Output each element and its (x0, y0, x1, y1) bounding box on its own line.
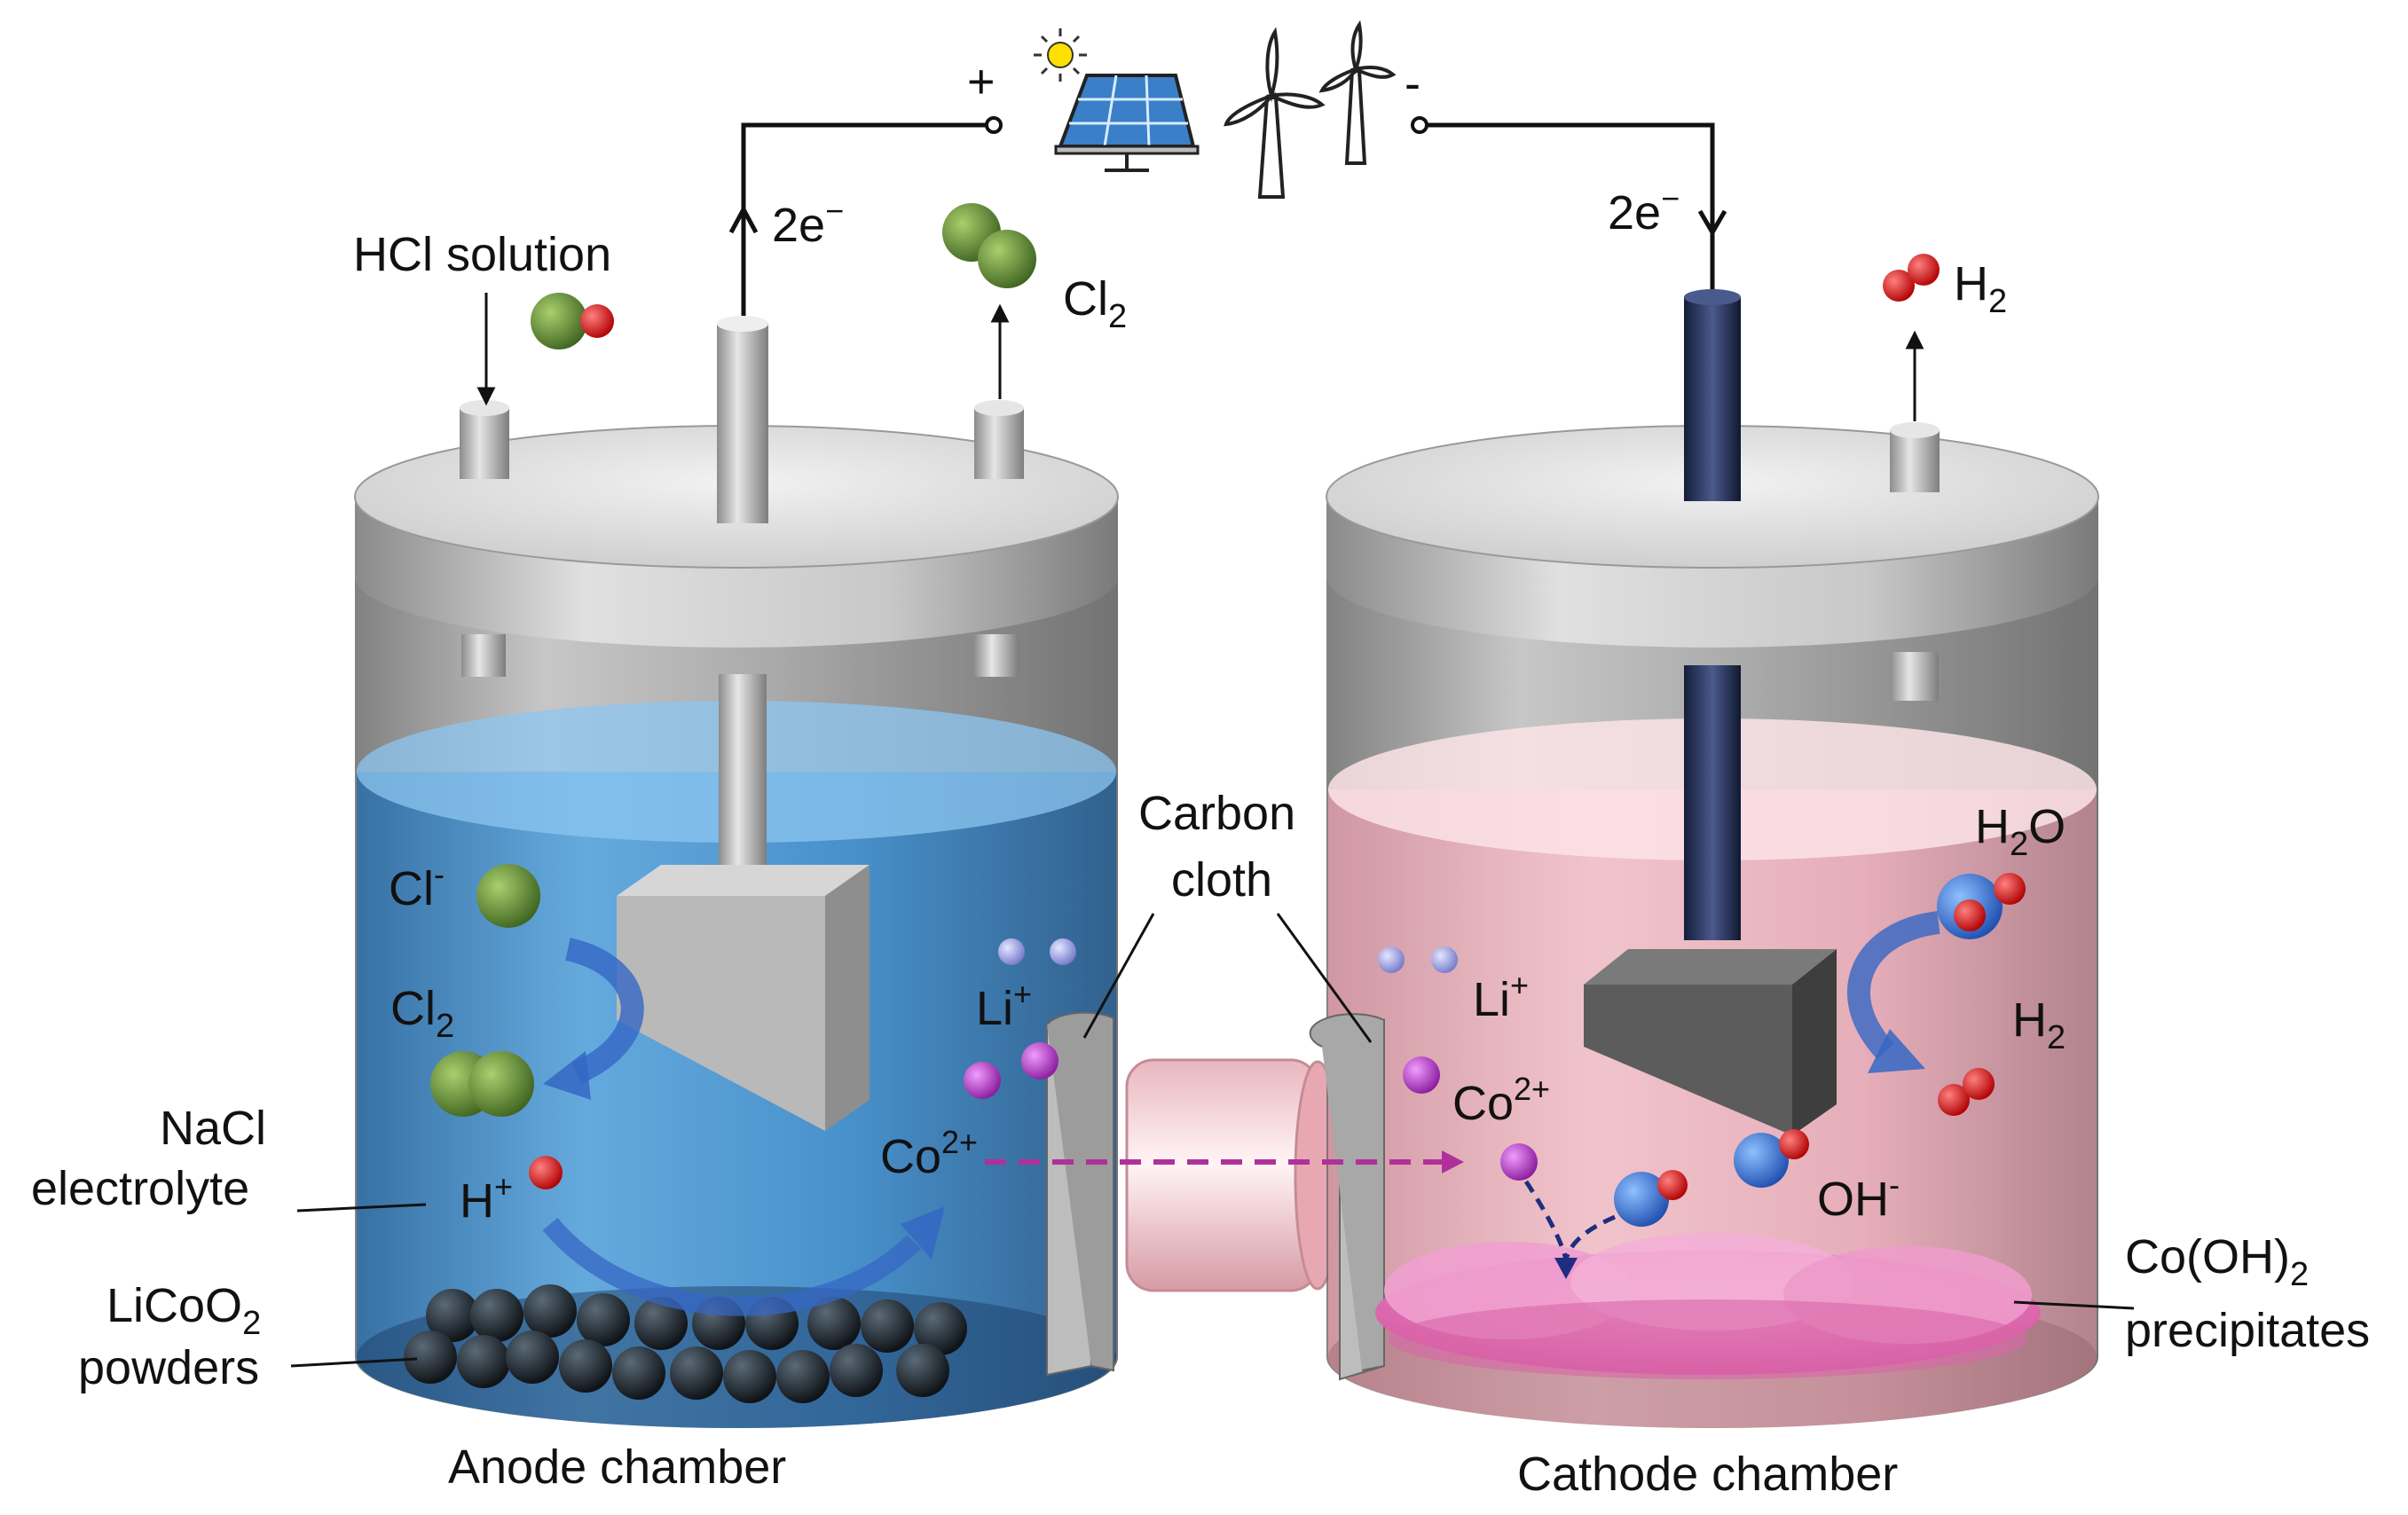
li-ions-right (1378, 946, 1458, 973)
external-circuit (728, 116, 1727, 319)
minus-sign: - (1405, 57, 1420, 110)
co2-left-label: Co2+ (880, 1124, 978, 1183)
co-ions-left (964, 1042, 1058, 1099)
leader-lines (290, 913, 2135, 1368)
membrane-tube (1125, 1058, 1342, 1292)
carbon-cloth-label-line2: cloth (1171, 853, 1272, 907)
li-plus-left-label: Li+ (976, 976, 1032, 1035)
carbon-cloth-label-line1: Carbon (1138, 787, 1295, 840)
licoo2-label-line1: LiCoO2 (106, 1279, 261, 1342)
oh-minus-label: OH- (1817, 1166, 1900, 1226)
hcl-molecule (531, 293, 614, 349)
co2-transport-arrow (985, 1150, 1464, 1174)
cl2-inside-label: Cl2 (390, 982, 454, 1045)
h2-molecule-inside (1938, 1068, 1995, 1116)
li-ions-left (998, 938, 1076, 965)
h2o-label: H2O (1975, 800, 2066, 863)
h2o-molecule (1937, 873, 2026, 939)
cl2-molecule-top (942, 203, 1036, 288)
h2-inside-label: H2 (2012, 993, 2066, 1056)
h2-top-label: H2 (1954, 257, 2007, 320)
cathode-chamber-label: Cathode chamber (1517, 1448, 1898, 1501)
two-electrons-left: 2e− (772, 192, 844, 252)
cl-minus-label: Cl- (389, 856, 445, 915)
cl-ion (476, 864, 540, 928)
oh-ions (1614, 1129, 1809, 1227)
port-arrows (476, 293, 1924, 421)
sun-icon (1034, 28, 1087, 82)
h2-molecule-top (1883, 254, 1940, 302)
precipitation-arrows (1523, 1180, 1616, 1260)
li-plus-right-label: Li+ (1473, 967, 1529, 1026)
cooh2-label-line2: precipitates (2125, 1304, 2370, 1357)
licoo2-label-line2: powders (78, 1341, 259, 1394)
co-ions-right (1403, 1056, 1538, 1181)
two-electrons-right: 2e− (1608, 180, 1680, 239)
anode-chamber (354, 316, 1119, 1428)
precipitation-arrowhead (1554, 1258, 1578, 1279)
co2-right-label: Co2+ (1452, 1071, 1550, 1130)
cl2-molecule-inside (430, 1051, 534, 1117)
cathode-chamber (1309, 289, 2099, 1428)
hcl-solution-label: HCl solution (353, 228, 611, 281)
anode-chamber-label: Anode chamber (448, 1440, 786, 1494)
solar-panel-icon (1054, 74, 1200, 172)
cl2-top-label: Cl2 (1063, 272, 1127, 335)
cooh2-precipitate (1375, 1233, 2041, 1379)
nacl-label-line2: electrolyte (31, 1162, 249, 1215)
h-plus-label: H+ (460, 1168, 513, 1228)
reaction-arrows (542, 911, 1940, 1316)
h-plus-ion (529, 1156, 563, 1189)
plus-sign: + (967, 55, 995, 108)
nacl-label-line1: NaCl (160, 1102, 266, 1155)
wind-turbine-icon (1224, 20, 1397, 199)
cooh2-label-line1: Co(OH)2 (2125, 1230, 2309, 1293)
